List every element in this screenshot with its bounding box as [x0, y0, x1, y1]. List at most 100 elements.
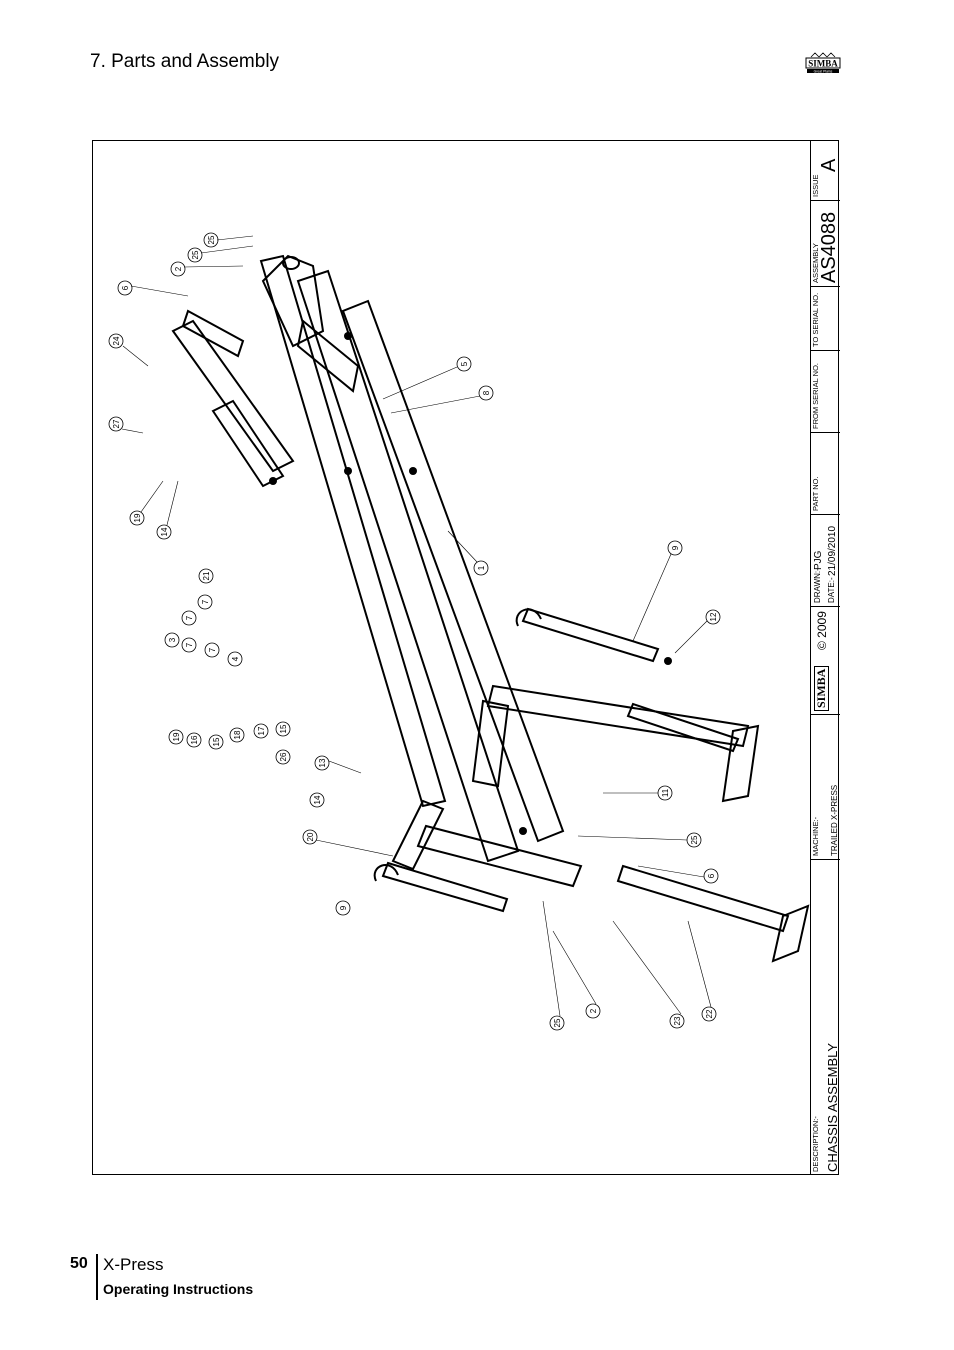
footer-divider	[96, 1254, 98, 1300]
tb-part-no-caption: PART NO.	[811, 476, 820, 511]
callout-22	[701, 1006, 717, 1022]
tb-from-serial-caption: FROM SERIAL NO.	[811, 363, 820, 429]
svg-text:1: 1	[477, 565, 486, 570]
svg-text:9: 9	[671, 545, 680, 550]
callout-2a	[170, 261, 186, 277]
callout-15a	[208, 734, 224, 750]
tb-to-serial-cell: TO SERIAL NO.	[811, 286, 840, 350]
callout-7a	[197, 594, 213, 610]
callout-2b	[585, 1003, 601, 1019]
chassis-exploded-drawing: 25 25 2 6 24 27 5 8 19 14 1 9 21 7 7 3 7…	[108, 232, 810, 1031]
svg-text:18: 18	[233, 730, 242, 739]
callout-25b	[187, 247, 203, 263]
svg-text:19: 19	[133, 513, 142, 522]
tb-machine-caption: MACHINE:-	[811, 816, 820, 856]
callout-7c	[181, 637, 197, 653]
svg-text:25: 25	[191, 250, 200, 259]
svg-text:14: 14	[313, 795, 322, 804]
svg-text:9: 9	[339, 905, 348, 910]
svg-text:7: 7	[201, 599, 210, 604]
callout-16	[186, 732, 202, 748]
tb-issue-caption: ISSUE	[811, 174, 820, 197]
callout-7d	[204, 642, 220, 658]
svg-text:25: 25	[553, 1018, 562, 1027]
drawing-frame: 25 25 2 6 24 27 5 8 19 14 1 9 21 7 7 3 7…	[92, 140, 839, 1175]
callout-3	[164, 632, 180, 648]
svg-text:13: 13	[318, 758, 327, 767]
tb-drawn-value: PJG	[813, 550, 824, 570]
callout-19b	[168, 729, 184, 745]
svg-text:15: 15	[279, 724, 288, 733]
callout-23	[669, 1013, 685, 1029]
svg-text:6: 6	[121, 285, 130, 290]
svg-text:21: 21	[202, 571, 211, 580]
product-name: X-Press	[103, 1255, 164, 1274]
tb-date-value: 21/09/2010	[827, 525, 838, 576]
svg-text:22: 22	[705, 1009, 714, 1018]
title-block: DESCRIPTION:- CHASSIS ASSEMBLY MACHINE:-…	[810, 140, 840, 1175]
callout-13	[314, 755, 330, 771]
callout-18	[229, 727, 245, 743]
tb-logo: SIMBA	[814, 665, 829, 711]
tb-part-no-cell: PART NO.	[811, 432, 840, 514]
tb-drawn-cell: DRAWN:- PJG DATE:- 21/09/2010	[811, 514, 840, 606]
tb-to-serial-caption: TO SERIAL NO.	[811, 292, 820, 347]
svg-text:14: 14	[160, 527, 169, 536]
svg-text:6: 6	[707, 873, 716, 878]
svg-text:2: 2	[589, 1008, 598, 1013]
svg-text:17: 17	[257, 726, 266, 735]
callout-7b	[181, 610, 197, 626]
callout-25d	[549, 1015, 565, 1031]
callout-26	[275, 749, 291, 765]
tb-assembly-cell: ASSEMBLY AS4088	[811, 200, 840, 286]
tb-from-serial-cell: FROM SERIAL NO.	[811, 350, 840, 432]
svg-text:20: 20	[306, 832, 315, 841]
tb-description-cell: DESCRIPTION:- CHASSIS ASSEMBLY	[811, 859, 840, 1175]
tb-copyright: © 2009	[815, 611, 829, 650]
tb-issue-cell: ISSUE A	[811, 140, 840, 200]
svg-text:25: 25	[690, 835, 699, 844]
callout-14b	[309, 792, 325, 808]
callout-9b	[335, 900, 351, 916]
tb-date-caption: DATE:-	[827, 577, 836, 603]
tb-description-caption: DESCRIPTION:-	[811, 1116, 820, 1172]
svg-text:19: 19	[172, 732, 181, 741]
callout-9a	[667, 540, 683, 556]
tb-assembly-value: AS4088	[818, 211, 840, 283]
tb-machine-cell: MACHINE:- TRAILED X-PRESS	[811, 714, 840, 859]
svg-text:2: 2	[174, 266, 183, 271]
callout-labels: 25 25 2 6 24 27 5 8 19 14 1 9 21 7 7 3 7…	[112, 235, 718, 1027]
callout-12	[705, 609, 721, 625]
callout-6b	[703, 868, 719, 884]
tb-logo-cell: SIMBA © 2009	[811, 606, 840, 714]
svg-text:8: 8	[482, 390, 491, 395]
logo-brand: SIMBA	[808, 59, 838, 69]
callout-24	[108, 333, 124, 349]
callout-group	[108, 232, 721, 1031]
tb-description-value: CHASSIS ASSEMBLY	[825, 1042, 840, 1172]
callout-5	[456, 356, 472, 372]
svg-text:7: 7	[208, 647, 217, 652]
svg-text:7: 7	[185, 615, 194, 620]
callout-14a	[156, 524, 172, 540]
svg-text:25: 25	[207, 235, 216, 244]
logo-sub: Great Plains	[814, 69, 833, 73]
svg-text:4: 4	[231, 656, 240, 661]
svg-text:15: 15	[212, 737, 221, 746]
callout-1	[473, 560, 489, 576]
svg-text:16: 16	[190, 735, 199, 744]
svg-text:7: 7	[185, 642, 194, 647]
tb-machine-value: TRAILED X-PRESS	[830, 784, 839, 856]
simba-logo: SIMBA Great Plains	[805, 52, 841, 73]
tb-issue-value: A	[818, 158, 840, 172]
svg-text:5: 5	[460, 361, 469, 366]
svg-text:24: 24	[112, 336, 121, 345]
document-subtitle: Operating Instructions	[103, 1281, 254, 1297]
tb-drawn-caption: DRAWN:-	[813, 568, 822, 603]
callout-4	[227, 651, 243, 667]
svg-text:12: 12	[709, 612, 718, 621]
svg-text:23: 23	[673, 1016, 682, 1025]
callout-20	[302, 829, 318, 845]
callout-19a	[129, 510, 145, 526]
callout-8	[478, 385, 494, 401]
